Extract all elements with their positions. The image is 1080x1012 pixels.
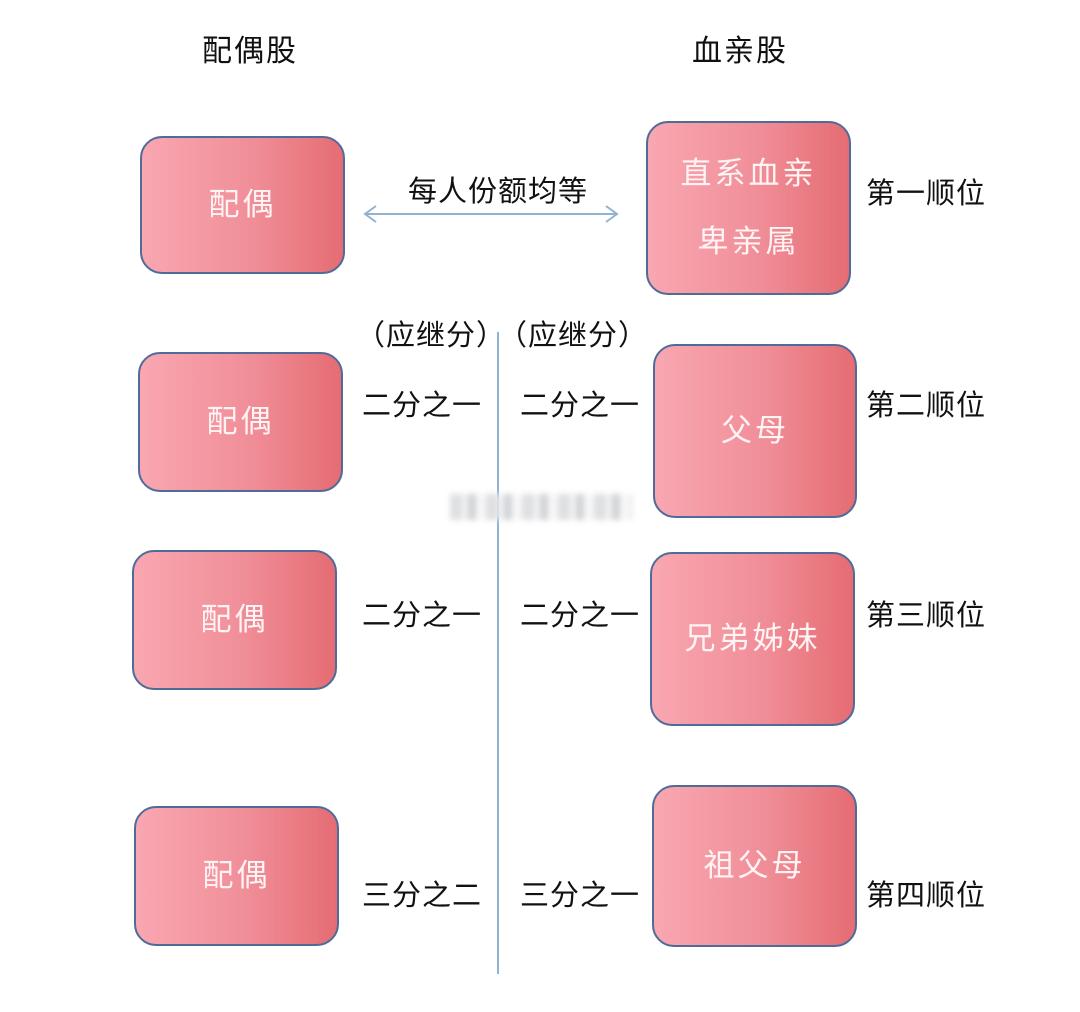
spouse-box-4-label: 配偶	[202, 858, 271, 894]
left-share-label: （应继分）	[356, 318, 507, 352]
blood-share-header: 血亲股	[692, 34, 788, 69]
spouse-box-2-label: 配偶	[206, 404, 275, 440]
spouse-share-2: 二分之一	[362, 388, 483, 422]
right-share-label: （应继分）	[498, 318, 649, 352]
blurred-watermark	[450, 494, 632, 520]
spouse-box-1-label: 配偶	[208, 187, 277, 223]
blood-share-3: 二分之一	[520, 598, 641, 632]
blood-box-1: 直系血亲 卑亲属	[646, 121, 851, 295]
blood-box-2-label: 父母	[721, 413, 789, 449]
blood-box-2: 父母	[653, 344, 857, 518]
spouse-box-3-label: 配偶	[200, 602, 269, 638]
blood-box-3-label: 兄弟姊妹	[684, 621, 821, 657]
blood-box-1-line1: 直系血亲	[680, 156, 817, 192]
blood-box-4: 祖父母	[652, 785, 857, 947]
spouse-share-3: 二分之一	[362, 598, 483, 632]
spouse-box-2: 配偶	[138, 352, 343, 492]
rank-2: 第二顺位	[866, 388, 987, 422]
blood-box-1-line2: 卑亲属	[697, 224, 800, 260]
blood-box-3: 兄弟姊妹	[650, 552, 855, 726]
rank-4: 第四顺位	[866, 878, 987, 912]
equal-share-label: 每人份额均等	[408, 174, 589, 208]
rank-3: 第三顺位	[866, 598, 987, 632]
spouse-share-4: 三分之二	[362, 878, 483, 912]
double-arrow-icon	[363, 205, 619, 223]
rank-1: 第一顺位	[866, 176, 987, 210]
blood-share-2: 二分之一	[520, 388, 641, 422]
blood-share-4: 三分之一	[520, 878, 641, 912]
spouse-share-header: 配偶股	[202, 34, 298, 69]
spouse-box-1: 配偶	[140, 136, 345, 274]
divider-line	[497, 332, 499, 974]
blood-box-4-label: 祖父母	[703, 848, 806, 884]
spouse-box-3: 配偶	[132, 550, 337, 690]
spouse-box-4: 配偶	[134, 806, 339, 946]
